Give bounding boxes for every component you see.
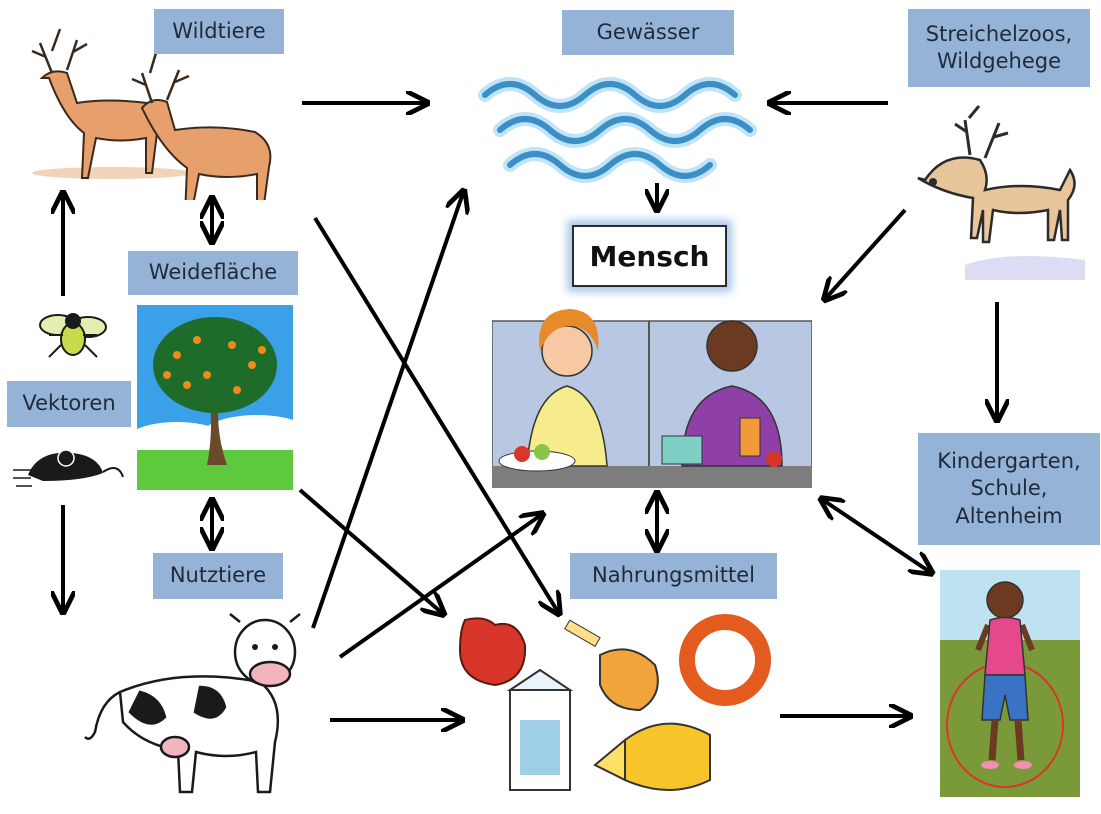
label-kindergarten: Kindergarten, Schule, Altenheim (918, 433, 1100, 545)
arrow-nutztiere-gewaesser (311, 193, 463, 629)
label-wildtiere: Wildtiere (154, 9, 284, 54)
food-icon (458, 614, 771, 791)
cow-icon (84, 613, 301, 794)
label-nahrungsmittel: Nahrungsmittel (570, 553, 777, 599)
arrow-streichelzoo-mensch (826, 208, 907, 298)
reindeer-icon (917, 105, 1085, 280)
label-gewaesser: Gewässer (562, 10, 734, 55)
arrow-wildtiere-nahrung (313, 216, 558, 612)
girl-jumping-rope-icon (940, 570, 1080, 797)
arrow-nutztiere-mensch (338, 515, 541, 659)
arrow-mensch-kindergarten (823, 500, 930, 572)
label-vektoren: Vektoren (7, 381, 131, 427)
label-nutztiere: Nutztiere (153, 553, 283, 599)
tree-icon (137, 305, 293, 490)
deer-icon (31, 28, 272, 200)
label-mensch: Mensch (572, 225, 727, 287)
mouse-icon (13, 449, 124, 487)
people-eating-icon (492, 309, 812, 488)
label-weideflaeche: Weidefläche (128, 251, 298, 295)
water-waves-icon (478, 77, 757, 183)
arrow-weide-nahrung (298, 488, 442, 613)
label-streichelzoos: Streichelzoos, Wildgehege (908, 9, 1090, 87)
fly-icon (39, 313, 107, 358)
